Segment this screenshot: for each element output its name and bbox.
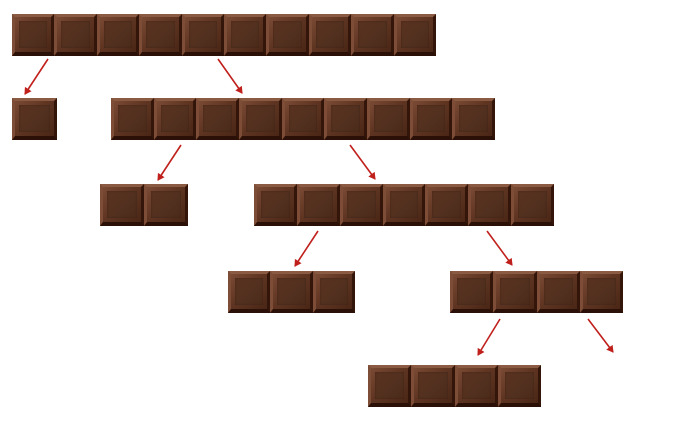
chocolate-piece	[493, 271, 537, 313]
chocolate-piece	[312, 271, 355, 313]
chocolate-piece	[425, 184, 469, 226]
chocolate-piece	[579, 271, 623, 313]
chocolate-bar-1-piece	[12, 98, 57, 140]
chocolate-piece	[54, 14, 97, 56]
chocolate-piece	[308, 14, 352, 56]
chocolate-piece	[382, 184, 426, 226]
chocolate-piece	[12, 98, 57, 140]
chocolate-piece	[536, 271, 580, 313]
chocolate-piece	[181, 14, 224, 56]
chocolate-bar-10-pieces	[12, 14, 436, 56]
chocolate-piece	[153, 98, 197, 140]
arrow-10-to-9	[217, 58, 243, 94]
chocolate-piece	[324, 98, 367, 140]
chocolate-piece	[196, 98, 239, 140]
arrow-4-to-off-frame	[587, 318, 614, 353]
chocolate-piece	[281, 98, 325, 140]
chocolate-bar-3-pieces	[228, 271, 355, 313]
chocolate-piece	[351, 14, 394, 56]
chocolate-piece	[393, 14, 436, 56]
chocolate-piece	[296, 184, 340, 226]
arrow-7-to-4	[486, 230, 513, 266]
chocolate-piece	[454, 365, 498, 407]
chocolate-piece	[366, 98, 410, 140]
chocolate-piece	[368, 365, 412, 407]
chocolate-piece	[450, 271, 494, 313]
chocolate-piece	[96, 14, 140, 56]
chocolate-piece	[511, 184, 554, 226]
chocolate-bar-4-pieces-bottom	[368, 365, 541, 407]
chocolate-piece	[452, 98, 495, 140]
chocolate-piece	[223, 14, 267, 56]
chocolate-bar-4-pieces	[450, 271, 623, 313]
chocolate-bar-2-pieces	[100, 184, 188, 226]
arrow-10-to-1	[24, 58, 49, 95]
chocolate-piece	[254, 184, 297, 226]
chocolate-piece	[270, 271, 313, 313]
chocolate-piece	[411, 365, 455, 407]
arrow-7-to-3	[294, 230, 319, 267]
chocolate-piece	[100, 184, 144, 226]
arrow-9-to-2	[157, 144, 182, 181]
chocolate-piece	[497, 365, 541, 407]
chocolate-piece	[12, 14, 55, 56]
arrow-9-to-7	[349, 144, 376, 180]
chocolate-piece	[339, 184, 383, 226]
chocolate-piece	[228, 271, 271, 313]
chocolate-piece	[111, 98, 154, 140]
chocolate-bar-7-pieces	[254, 184, 554, 226]
chocolate-piece	[409, 98, 453, 140]
chocolate-piece	[144, 184, 188, 226]
chocolate-piece	[266, 14, 309, 56]
chocolate-bar-9-pieces	[111, 98, 495, 140]
chocolate-piece	[468, 184, 512, 226]
chocolate-piece	[238, 98, 282, 140]
arrow-4-to-4-bottom	[477, 318, 501, 356]
chocolate-piece	[139, 14, 182, 56]
